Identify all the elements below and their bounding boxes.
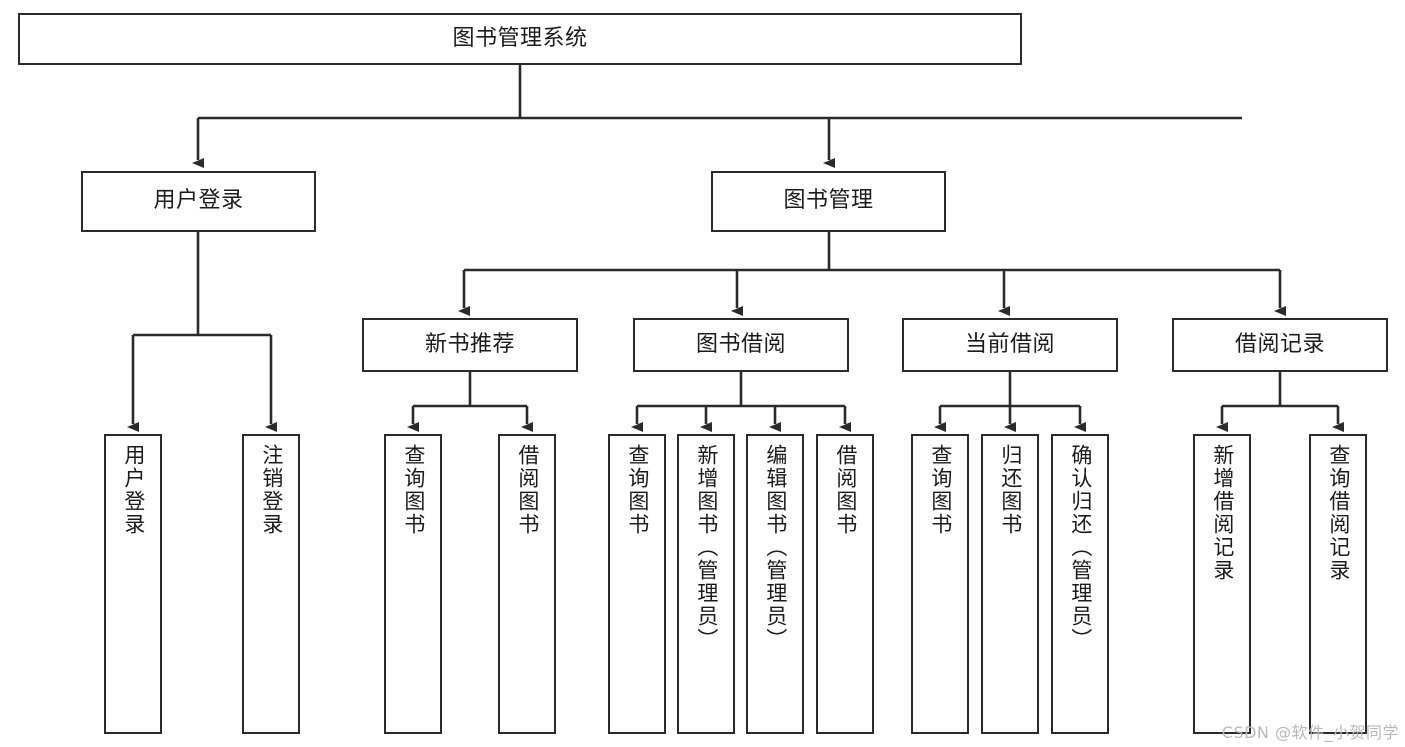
leaf-current-borrow-return[interactable]: 归还图书: [981, 434, 1039, 734]
node-new-book-label: 新书推荐: [424, 331, 515, 357]
leaf-label: 借阅图书: [515, 444, 540, 536]
node-book-borrow[interactable]: 图书借阅: [633, 318, 849, 372]
node-root[interactable]: 图书管理系统: [18, 13, 1022, 65]
node-new-book[interactable]: 新书推荐: [362, 318, 578, 372]
node-book-manage[interactable]: 图书管理: [711, 171, 946, 232]
leaf-current-borrow-query[interactable]: 查询图书: [911, 434, 969, 734]
leaf-label: 查询图书: [625, 444, 650, 536]
leaf-label: 确认归还（管理员）: [1068, 444, 1093, 651]
leaf-label: 编辑图书（管理员）: [763, 444, 788, 651]
leaf-current-borrow-confirm[interactable]: 确认归还（管理员）: [1051, 434, 1109, 734]
leaf-label: 借阅图书: [833, 444, 858, 536]
node-current-borrow[interactable]: 当前借阅: [902, 318, 1118, 372]
leaf-new-book-borrow[interactable]: 借阅图书: [498, 434, 556, 734]
leaf-borrow-record-add[interactable]: 新增借阅记录: [1193, 434, 1251, 734]
leaf-label: 归还图书: [998, 444, 1023, 536]
leaf-label: 新增借阅记录: [1210, 444, 1235, 582]
leaf-book-borrow-query[interactable]: 查询图书: [608, 434, 666, 734]
node-borrow-record[interactable]: 借阅记录: [1172, 318, 1388, 372]
node-user-login-label: 用户登录: [153, 188, 244, 214]
node-user-login[interactable]: 用户登录: [81, 171, 316, 232]
leaf-label: 注销登录: [259, 444, 284, 536]
leaf-label: 查询借阅记录: [1326, 444, 1351, 582]
leaf-book-borrow-add[interactable]: 新增图书（管理员）: [677, 434, 735, 734]
node-book-manage-label: 图书管理: [783, 188, 874, 214]
node-root-label: 图书管理系统: [452, 25, 588, 51]
leaf-label: 用户登录: [121, 444, 146, 536]
node-current-borrow-label: 当前借阅: [964, 331, 1055, 357]
leaf-label: 查询图书: [928, 444, 953, 536]
leaf-user-login-logout[interactable]: 注销登录: [242, 434, 300, 734]
csdn-watermark: CSDN @软件_小贺同学: [1221, 723, 1399, 742]
leaf-label: 查询图书: [401, 444, 426, 536]
leaf-borrow-record-query[interactable]: 查询借阅记录: [1309, 434, 1367, 734]
leaf-label: 新增图书（管理员）: [694, 444, 719, 651]
node-book-borrow-label: 图书借阅: [695, 331, 786, 357]
leaf-book-borrow-edit[interactable]: 编辑图书（管理员）: [746, 434, 804, 734]
leaf-new-book-query[interactable]: 查询图书: [384, 434, 442, 734]
leaf-user-login-login[interactable]: 用户登录: [104, 434, 162, 734]
node-borrow-record-label: 借阅记录: [1234, 331, 1325, 357]
leaf-book-borrow-borrow[interactable]: 借阅图书: [816, 434, 874, 734]
